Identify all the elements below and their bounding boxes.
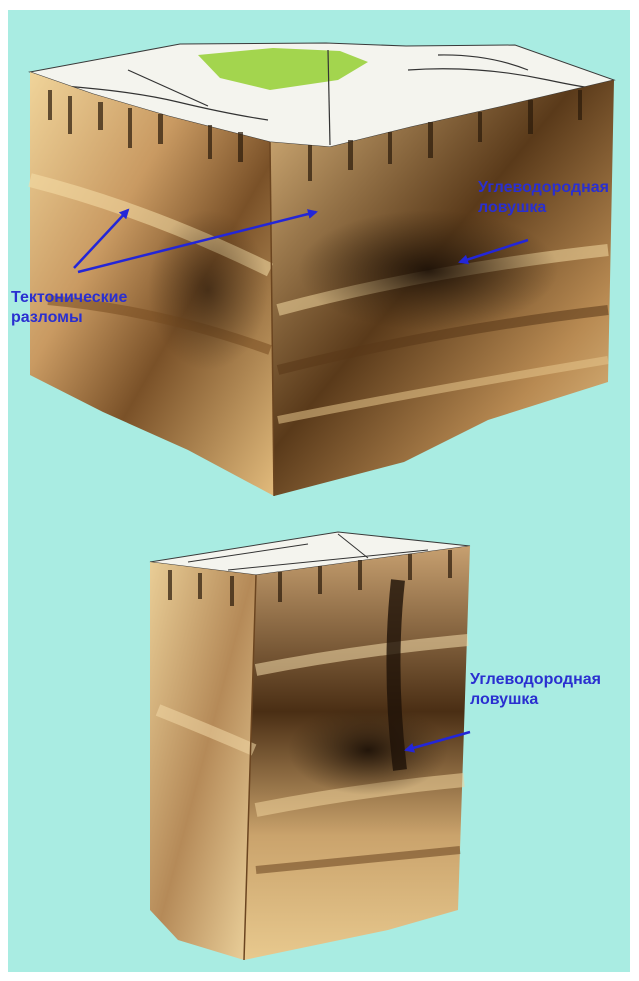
trap-label-bottom-line2: ловушка [470,690,601,710]
trap-label-top-line1: Углеводородная [478,178,609,198]
trap-label-top: Углеводородная ловушка [478,178,609,218]
faults-label-line1: Тектонические [11,288,127,308]
top-cube-trap-zone [298,210,558,330]
seismic-cubes-figure [8,10,630,972]
trap-label-bottom: Углеводородная ловушка [470,670,601,710]
faults-label: Тектонические разломы [11,288,127,328]
faults-label-line2: разломы [11,308,127,328]
bottom-cube-trap-zone [288,705,448,795]
trap-label-bottom-line1: Углеводородная [470,670,601,690]
bottom-cube-front-face [150,562,256,960]
top-cube-fault-zone [148,210,268,370]
top-seismic-cube [30,43,614,496]
figure-canvas: Тектонические разломы Углеводородная лов… [8,10,630,972]
trap-label-top-line2: ловушка [478,198,609,218]
